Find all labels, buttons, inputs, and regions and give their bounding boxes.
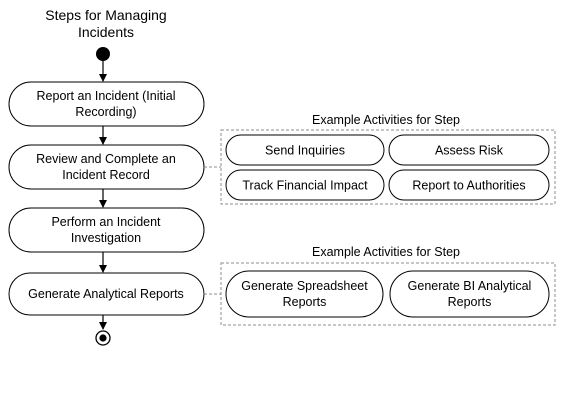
step-3-label-line-1: Perform an Incident [51,215,161,229]
activity-generate-spreadsheet-reports [225,270,384,318]
activity-group-1-header: Example Activities for Step [312,113,460,127]
start-node [96,47,110,61]
activity-generate-bi-reports [389,270,550,318]
activity-track-financial-impact-label: Track Financial Impact [242,179,368,193]
activity-report-to-authorities [388,169,550,201]
step-3-label-line-2: Investigation [71,231,141,245]
diagram-title-line-2: Incidents [78,24,134,40]
step-1-label-line-2: Recording) [75,105,136,119]
activity-assess-risk [388,134,550,166]
step-report-incident [8,81,205,127]
activity-bi-label-line-1: Generate BI Analytical [408,279,532,293]
activity-group-2-header: Example Activities for Step [312,245,460,259]
activity-send-inquiries [225,134,385,166]
activity-group-2-frame [220,262,556,326]
activity-spreadsheet-label-line-2: Reports [283,295,327,309]
activity-assess-risk-label: Assess Risk [435,144,504,158]
activity-report-to-authorities-label: Report to Authorities [412,179,525,193]
activity-spreadsheet-label-line-1: Generate Spreadsheet [241,279,368,293]
diagram-title-line-1: Steps for Managing [45,7,166,23]
step-2-label-line-2: Incident Record [62,168,150,182]
activity-bi-label-line-2: Reports [448,295,492,309]
step-perform-investigation [8,207,205,253]
step-1-label-line-1: Report an Incident (Initial [37,89,176,103]
step-2-label-line-1: Review and Complete an [36,152,176,166]
activity-group-1-frame [220,129,556,205]
end-node-inner [99,334,107,342]
activity-send-inquiries-label: Send Inquiries [265,144,345,158]
step-4-label: Generate Analytical Reports [28,287,184,301]
activity-track-financial-impact [225,169,385,201]
